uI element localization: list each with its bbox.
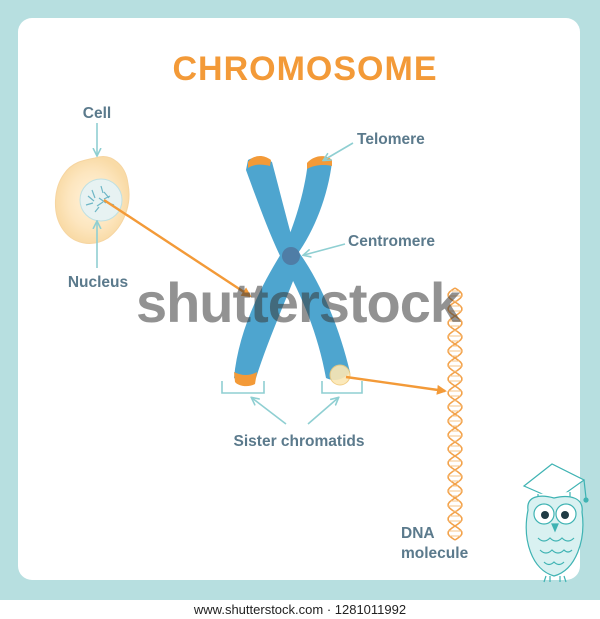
telomere-pointer: [324, 142, 354, 160]
centromere-pointer: [304, 243, 346, 255]
dna-helix: [447, 287, 463, 541]
chromatid-zoom-spot: [329, 364, 351, 386]
watermark: shutterstock: [136, 271, 462, 334]
label-nucleus: Nucleus: [68, 274, 128, 291]
footer-credit: www.shutterstock.com · 1281011992: [0, 600, 600, 619]
diagram-panel: [18, 18, 580, 580]
label-dna: DNA: [401, 525, 435, 542]
telomere-bottom-left: [234, 372, 257, 387]
cell-illustration: [55, 156, 130, 244]
owl-mascot: [522, 463, 589, 583]
chromatid-bracket-left: [221, 381, 265, 394]
label-molecule: molecule: [401, 545, 469, 562]
chromatid-bracket-right: [321, 381, 363, 394]
sister-chromatid-pointer-right: [307, 398, 338, 425]
centromere-shape: [282, 247, 300, 265]
chromosome: [234, 155, 351, 387]
page-title: CHROMOSOME: [173, 50, 438, 88]
chromatid-to-dna-arrow: [345, 375, 447, 395]
label-cell: Cell: [83, 105, 111, 122]
label-centromere: Centromere: [348, 233, 435, 250]
chromosome-diagram: CHROMOSOME Cell Nucleus Telomere: [55, 50, 589, 583]
label-telomere: Telomere: [357, 131, 425, 148]
dna-strand-b: [447, 287, 463, 541]
telomere-top-left: [248, 155, 271, 168]
nucleus-to-chromosome-arrow: [103, 198, 252, 298]
sister-chromatid-pointer-left: [252, 398, 287, 425]
label-sister-chromatids: Sister chromatids: [234, 433, 365, 450]
